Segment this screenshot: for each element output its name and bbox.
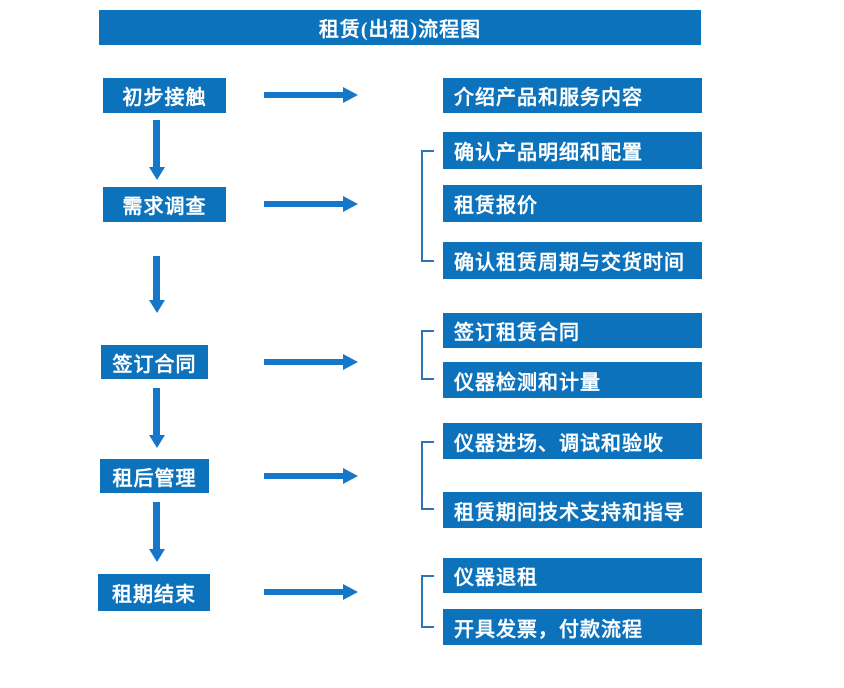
- arrow-right-icon: [264, 201, 343, 207]
- step-box-sign-contract: 签订合同: [101, 345, 208, 379]
- page-title: 租赁(出租)流程图: [318, 19, 482, 41]
- arrow-right-icon: [264, 92, 343, 98]
- arrow-down-icon: [153, 256, 160, 300]
- title-bar: 租赁(出租)流程图: [99, 10, 701, 45]
- detail-box-sign-rental-contract: 签订租赁合同: [443, 313, 702, 348]
- group-bracket: [421, 330, 434, 380]
- group-bracket: [421, 575, 434, 628]
- arrow-down-icon: [153, 388, 160, 435]
- group-bracket: [421, 441, 434, 510]
- arrow-down-icon: [153, 120, 160, 167]
- detail-box-invoice-payment: 开具发票，付款流程: [443, 609, 702, 645]
- arrow-right-icon: [264, 473, 343, 479]
- arrow-right-icon: [264, 359, 343, 365]
- step-box-demand-survey: 需求调查: [103, 187, 226, 222]
- group-bracket: [421, 150, 434, 262]
- arrow-right-icon: [264, 589, 343, 595]
- detail-box-instrument-return: 仪器退租: [443, 558, 702, 593]
- detail-box-rental-quote: 租赁报价: [443, 185, 702, 222]
- detail-box-instrument-inspection: 仪器检测和计量: [443, 362, 702, 398]
- detail-box-confirm-period-delivery: 确认租赁周期与交货时间: [443, 242, 702, 279]
- arrow-down-icon: [153, 502, 160, 549]
- step-box-initial-contact: 初步接触: [103, 78, 226, 113]
- detail-box-instrument-setup-acceptance: 仪器进场、调试和验收: [443, 423, 702, 459]
- detail-box-tech-support: 租赁期间技术支持和指导: [443, 492, 702, 528]
- step-box-rental-end: 租期结束: [98, 574, 210, 611]
- detail-box-confirm-product-config: 确认产品明细和配置: [443, 132, 702, 169]
- step-box-post-rental-management: 租后管理: [100, 459, 209, 493]
- detail-box-introduce-products: 介绍产品和服务内容: [443, 78, 702, 113]
